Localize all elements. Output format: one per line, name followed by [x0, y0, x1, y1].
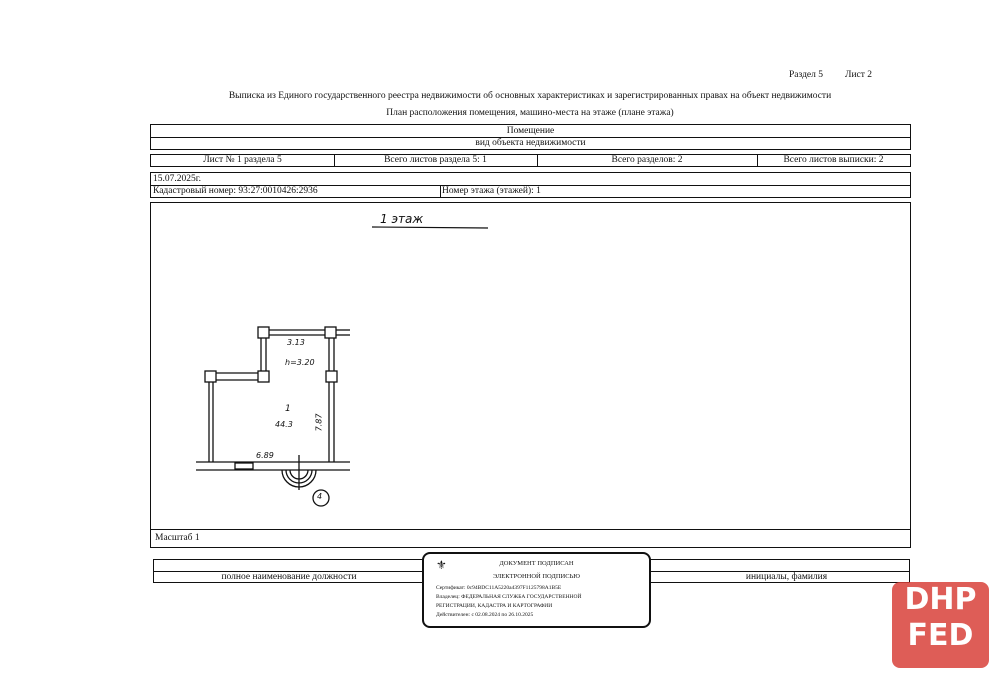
- info-box: 15.07.2025г. Кадастровый номер: 93:27:00…: [150, 172, 911, 198]
- position-caption: полное наименование должности: [221, 572, 357, 582]
- stamp-owner1: Владелец: ФЕДЕРАЛЬНАЯ СЛУЖБА ГОСУДАРСТВЕ…: [436, 594, 582, 600]
- document-title: Выписка из Единого государственного реес…: [228, 91, 832, 101]
- cadastral-number: Кадастровый номер: 93:27:0010426:2936: [151, 186, 441, 198]
- emblem-icon: ⚜: [436, 558, 447, 572]
- section-label: Раздел 5: [789, 70, 823, 80]
- floor-label: 1 этаж: [380, 212, 424, 226]
- object-type-box: Помещение вид объекта недвижимости: [150, 124, 911, 150]
- sheet-number: Лист № 1 раздела 5: [151, 155, 335, 166]
- room-area: 44.3: [275, 420, 293, 429]
- total-sections: Всего разделов: 2: [537, 155, 758, 166]
- watermark-line1: DHP: [904, 582, 977, 617]
- scale-label: Масштаб 1: [151, 529, 910, 547]
- object-type: Помещение: [151, 125, 910, 138]
- room-number: 1: [285, 404, 291, 414]
- dim-top: 3.13: [287, 338, 305, 347]
- name-caption: инициалы, фамилия: [745, 572, 828, 582]
- plan-box: Масштаб 1: [150, 202, 911, 548]
- floor-number: Номер этажа (этажей): 1: [442, 186, 541, 196]
- stamp-line2: ЭЛЕКТРОННОЙ ПОДПИСЬЮ: [493, 573, 580, 580]
- document-subtitle: План расположения помещения, машино-мест…: [386, 108, 674, 118]
- sheet-label: Лист 2: [845, 70, 873, 80]
- electronic-signature-stamp: ⚜ ДОКУМЕНТ ПОДПИСАН ЭЛЕКТРОННОЙ ПОДПИСЬЮ…: [422, 552, 651, 628]
- sheets-row: Лист № 1 раздела 5 Всего листов раздела …: [150, 154, 911, 167]
- total-section-sheets: Всего листов раздела 5: 1: [334, 155, 538, 166]
- dim-bottom: 6.89: [256, 451, 274, 460]
- date: 15.07.2025г.: [151, 173, 910, 186]
- ceiling-height: h=3.20: [285, 358, 315, 367]
- stamp-owner2: РЕГИСТРАЦИИ, КАДАСТРА И КАРТОГРАФИИ: [436, 603, 553, 609]
- watermark-line2: FED: [907, 618, 974, 653]
- entrance-number: 4: [317, 492, 323, 501]
- object-type-caption: вид объекта недвижимости: [475, 138, 586, 148]
- watermark-logo: DHP FED: [892, 582, 989, 668]
- stamp-cert: Сертификат: 0c94BDC11A5220a4397F1125798A…: [436, 585, 562, 591]
- dim-right: 7.87: [314, 413, 324, 432]
- total-sheets: Всего листов выписки: 2: [783, 155, 884, 165]
- stamp-valid: Действителен: с 02.08.2024 по 26.10.2025: [436, 612, 534, 618]
- stamp-line1: ДОКУМЕНТ ПОДПИСАН: [499, 560, 574, 567]
